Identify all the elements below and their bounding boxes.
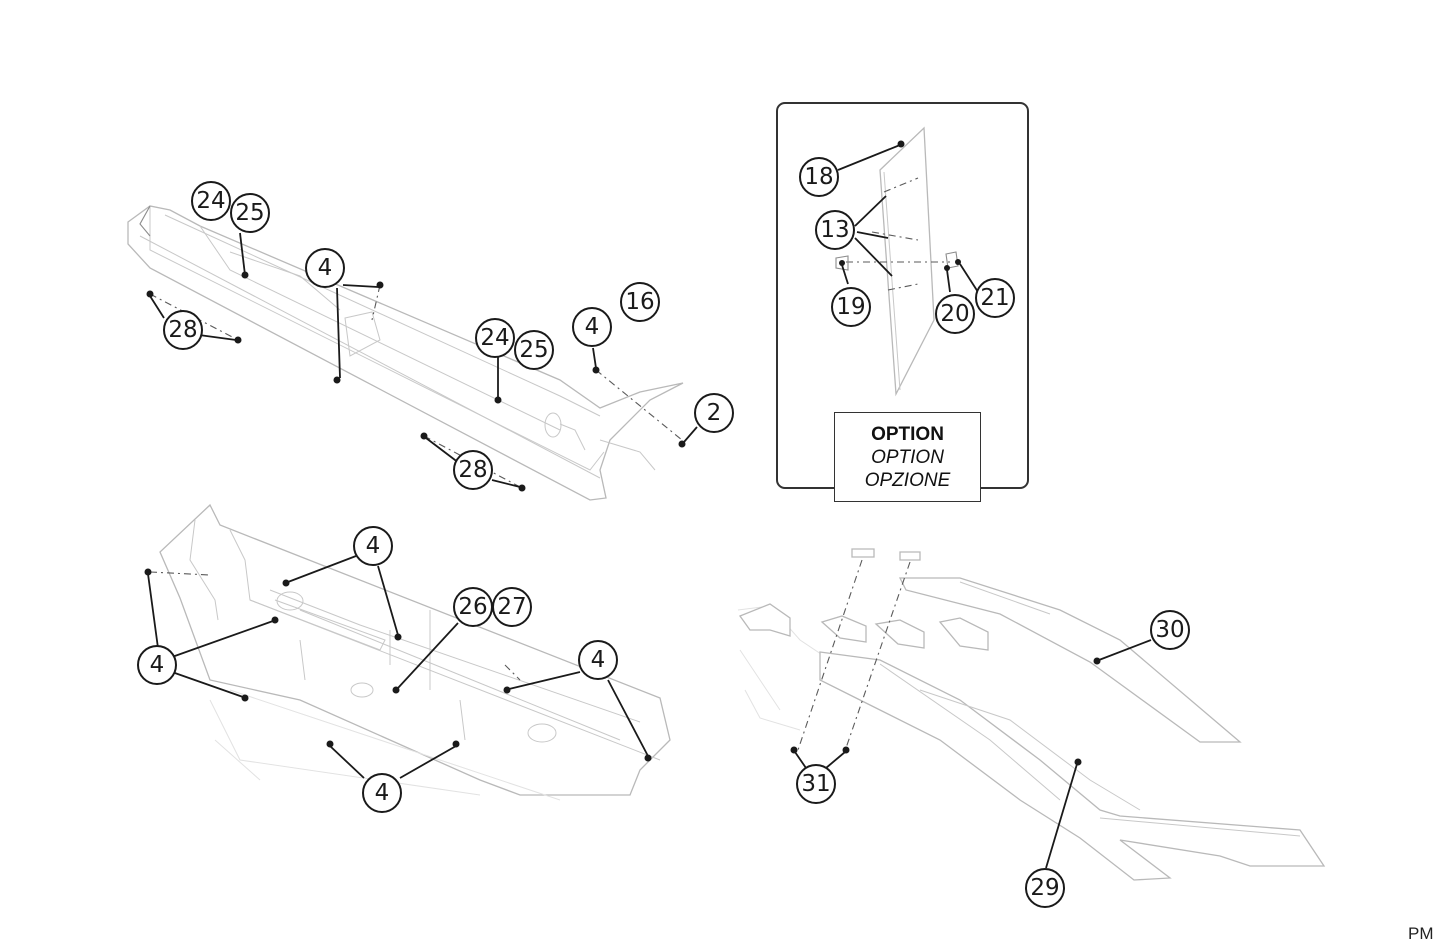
callout-4: 4: [578, 640, 618, 680]
svg-text:27: 27: [497, 594, 526, 620]
callout-24: 24: [475, 318, 515, 358]
callout-21: 21: [975, 278, 1015, 318]
option-label-fr: OPTION: [871, 447, 944, 468]
svg-text:31: 31: [801, 771, 830, 797]
screw-marker: [678, 440, 686, 448]
part-marker: [392, 686, 400, 694]
page-code: PM: [1408, 924, 1434, 943]
callout-4: 4: [572, 307, 612, 347]
screw-marker: [394, 633, 402, 641]
screw-marker: [146, 290, 154, 298]
svg-text:24: 24: [196, 188, 225, 214]
callout-16: 16: [620, 282, 660, 322]
part-marker: [955, 259, 961, 265]
callout-26: 26: [453, 587, 493, 627]
callout-24: 24: [191, 181, 231, 221]
svg-text:4: 4: [150, 652, 165, 678]
callout-28: 28: [453, 450, 493, 490]
screw-marker: [326, 740, 334, 748]
svg-text:25: 25: [519, 337, 548, 363]
part-marker: [839, 260, 845, 266]
callout-31: 31: [796, 764, 836, 804]
svg-text:4: 4: [585, 314, 600, 340]
callout-29: 29: [1025, 868, 1065, 908]
part-marker: [944, 265, 950, 271]
svg-text:18: 18: [804, 164, 833, 190]
callout-25: 25: [230, 193, 270, 233]
svg-text:30: 30: [1155, 617, 1184, 643]
screw-marker: [241, 694, 249, 702]
callout-28: 28: [163, 310, 203, 350]
svg-text:28: 28: [168, 317, 197, 343]
svg-text:19: 19: [836, 294, 865, 320]
part-marker: [1093, 657, 1101, 665]
screw-marker: [644, 754, 652, 762]
screw-marker: [282, 579, 290, 587]
callout-20: 20: [935, 294, 975, 334]
svg-text:4: 4: [366, 533, 381, 559]
option-label-box: OPTION OPTION OPZIONE: [834, 412, 981, 502]
screw-marker: [144, 568, 152, 576]
svg-text:24: 24: [480, 325, 509, 351]
screw-marker: [592, 366, 600, 374]
callout-4: 4: [305, 248, 345, 288]
screw-marker: [271, 616, 279, 624]
screw-marker: [376, 281, 384, 289]
skirt-panels-part: [737, 548, 1326, 881]
sill-rail-part: [127, 205, 684, 501]
part-marker: [494, 396, 502, 404]
svg-text:25: 25: [235, 200, 264, 226]
option-glass-panel: [835, 126, 959, 397]
screw-marker: [452, 740, 460, 748]
option-label-it: OPZIONE: [864, 470, 951, 491]
callout-4: 4: [362, 773, 402, 813]
svg-text:16: 16: [625, 289, 654, 315]
callout-18: 18: [799, 157, 839, 197]
callout-30: 30: [1150, 610, 1190, 650]
svg-text:28: 28: [458, 457, 487, 483]
floor-base-part: [159, 503, 671, 801]
svg-text:21: 21: [980, 285, 1009, 311]
svg-text:29: 29: [1030, 875, 1059, 901]
screw-marker: [333, 376, 341, 384]
screw-marker: [234, 336, 242, 344]
screw-marker: [503, 686, 511, 694]
svg-text:2: 2: [707, 400, 722, 426]
screw-marker: [790, 746, 798, 754]
callout-27: 27: [492, 587, 532, 627]
svg-text:13: 13: [820, 217, 849, 243]
callout-4: 4: [137, 645, 177, 685]
callout-13: 13: [815, 210, 855, 250]
callout-25: 25: [514, 330, 554, 370]
svg-text:26: 26: [458, 594, 487, 620]
callout-4: 4: [353, 526, 393, 566]
svg-text:4: 4: [591, 647, 606, 673]
svg-text:4: 4: [375, 780, 390, 806]
part-marker: [1074, 758, 1082, 766]
option-label-en: OPTION: [871, 424, 944, 445]
callout-19: 19: [831, 287, 871, 327]
screw-marker: [420, 432, 428, 440]
screw-marker: [518, 484, 526, 492]
svg-text:20: 20: [940, 301, 969, 327]
svg-text:4: 4: [318, 255, 333, 281]
callout-2: 2: [694, 393, 734, 433]
